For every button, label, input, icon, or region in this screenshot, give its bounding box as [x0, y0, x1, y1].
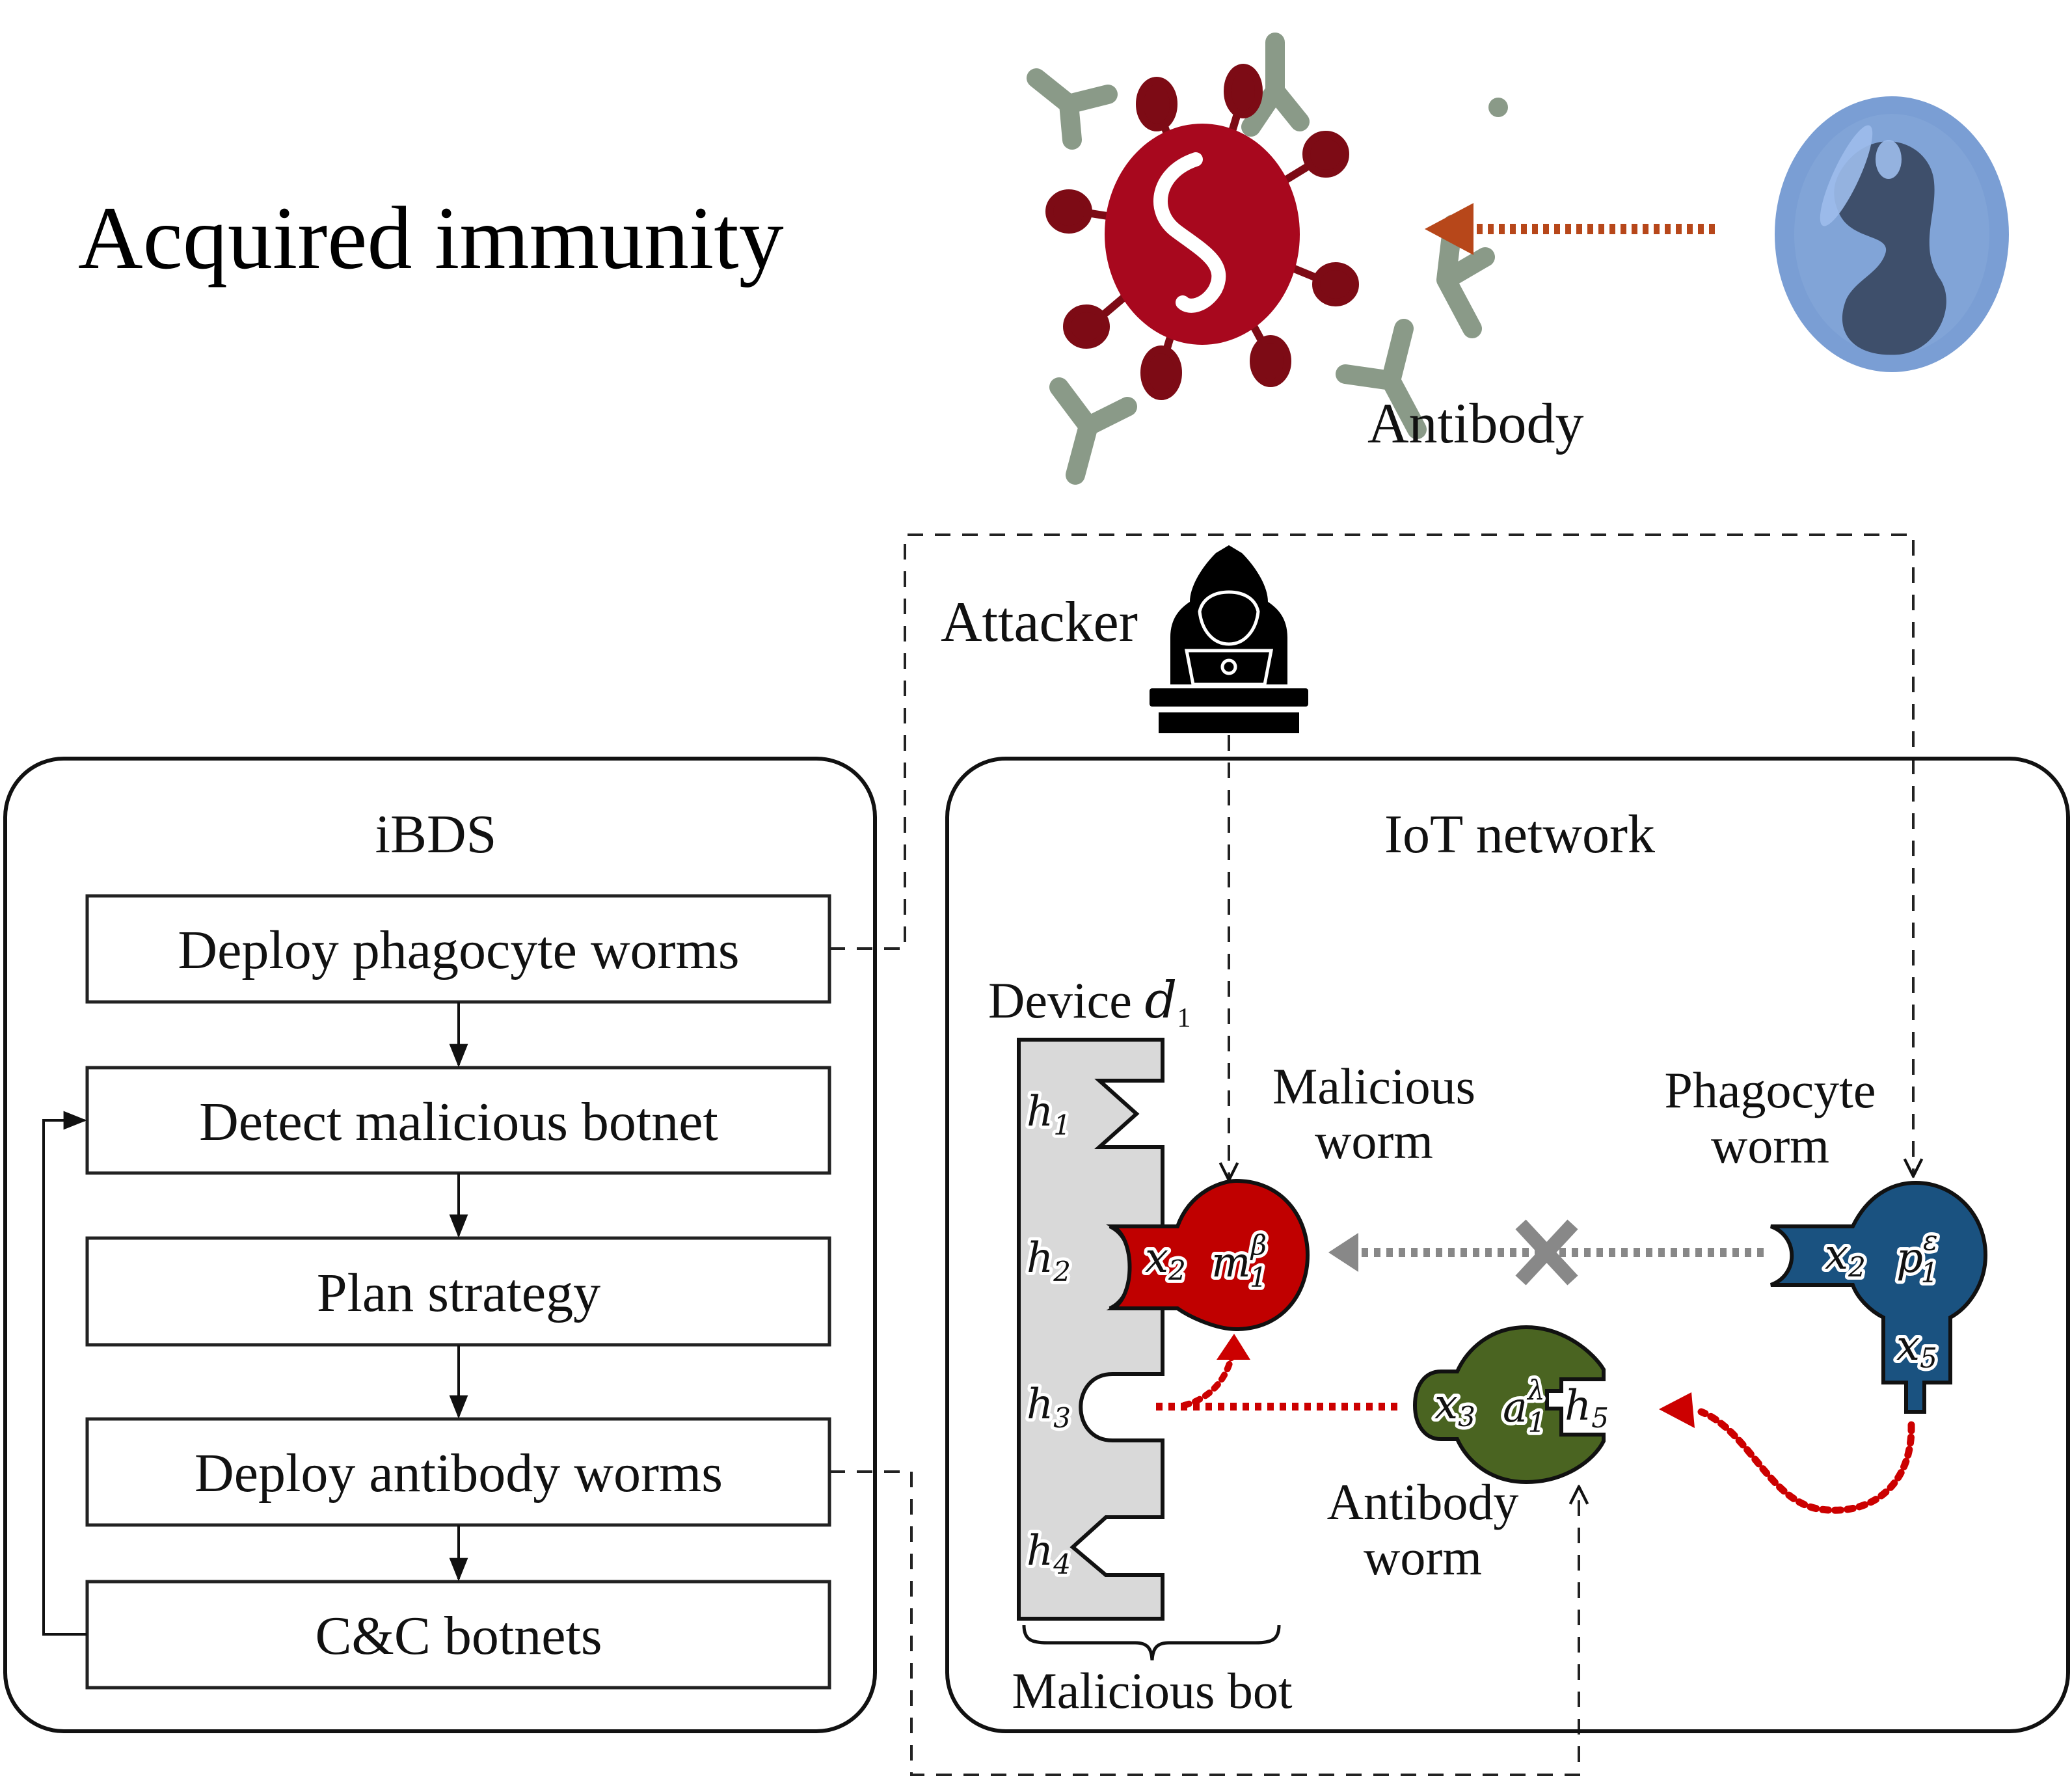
iot-panel: IoT network Device d1 h1 h2 h3 h4 Malici… [945, 757, 2070, 1733]
port-label-h1: h1 [1027, 1088, 1071, 1141]
step-label: Deploy antibody worms [195, 1443, 723, 1504]
antibody-y-icon [1027, 33, 1508, 485]
iot-title: IoT network [1384, 804, 1655, 865]
antibody-worm-label: Antibody [1327, 1474, 1519, 1530]
phagocyte-worm-port-2: x5 [1896, 1322, 1937, 1374]
malicious-worm-label-2: worm [1315, 1113, 1433, 1169]
virus-rna [1153, 152, 1226, 313]
ibds-step-deploy-phagocyte[interactable]: Deploy phagocyte worms [85, 894, 831, 1004]
phagocyte-cell-icon [1775, 96, 2009, 372]
deploy-antibody-path [829, 1470, 1579, 1776]
ibds-step-detect-botnet[interactable]: Detect malicious botnet [85, 1066, 831, 1175]
loop-back-arrow [42, 1111, 87, 1636]
port-label-h3: h3 [1027, 1381, 1071, 1434]
ibds-flow-arrows [42, 1002, 468, 1636]
virus-spikes [1045, 64, 1359, 400]
virus-body [1105, 124, 1300, 345]
ibds-step-cc-botnets[interactable]: C&C botnets [85, 1580, 831, 1690]
malicious-worm-port: x2 [1145, 1234, 1186, 1286]
attacker-label: Attacker [941, 591, 1138, 654]
blocked-path [1328, 1219, 1764, 1286]
device-label: Device d1 [988, 971, 1191, 1033]
hacker-laptop-icon [1150, 545, 1308, 733]
step-label: Detect malicious botnet [199, 1092, 718, 1152]
ibds-step-deploy-antibody[interactable]: Deploy antibody worms [85, 1417, 831, 1527]
phagocyte-attack-arrow [1425, 203, 1715, 255]
malicious-worm-label: Malicious [1272, 1058, 1475, 1114]
phagocyte-worm-port: x2 [1825, 1231, 1866, 1283]
step-label: Plan strategy [317, 1263, 600, 1323]
blocked-x-icon [1515, 1219, 1578, 1286]
step-label: Deploy phagocyte worms [178, 920, 739, 980]
port-label-h4: h4 [1027, 1527, 1071, 1580]
malicious-bot-label: Malicious bot [1012, 1662, 1292, 1719]
infection-paths [1156, 1334, 1915, 1514]
step-label: C&C botnets [315, 1606, 602, 1666]
antibody-label: Antibody [1367, 392, 1583, 455]
virus-icon [1027, 33, 1508, 485]
antibody-worm-socket: h5 [1565, 1382, 1609, 1434]
antibody-worm-label-2: worm [1364, 1529, 1482, 1586]
ibds-step-plan-strategy[interactable]: Plan strategy [85, 1236, 831, 1347]
phagocyte-worm-label: Phagocyte [1665, 1062, 1876, 1118]
ibds-panel: iBDS Deploy phagocyte worms Detect malic… [3, 757, 877, 1733]
ibds-title: iBDS [375, 804, 497, 865]
port-label-h2: h2 [1027, 1234, 1071, 1288]
phagocyte-worm-label-2: worm [1711, 1117, 1829, 1174]
figure-title: Acquired immunity [78, 188, 784, 288]
malicious-bot-brace [1022, 1625, 1281, 1661]
antibody-worm-port: x3 [1434, 1381, 1475, 1433]
